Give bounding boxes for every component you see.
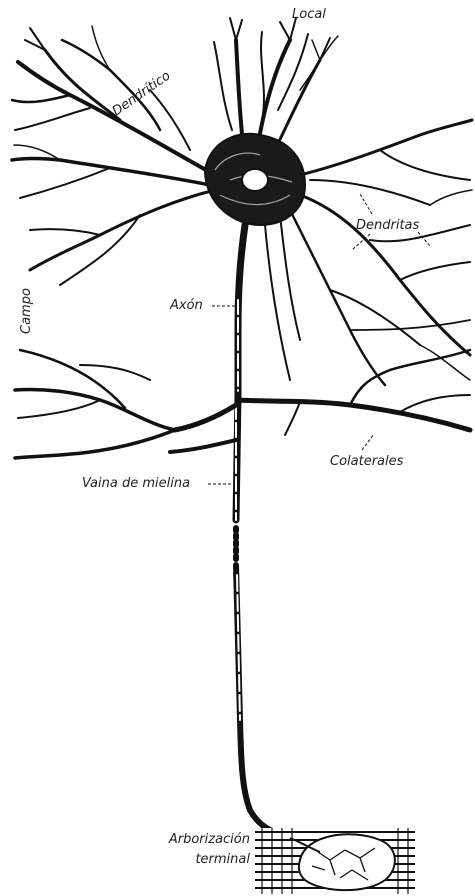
dendritico-label: Dendrítico [110, 68, 174, 119]
arborizacion-label-line2: terminal [195, 853, 250, 866]
dendritas-leader-right [418, 232, 430, 246]
local-label: Local [292, 8, 326, 21]
axon [236, 225, 290, 838]
soma [205, 134, 305, 225]
arborizacion-label-line1: Arborización [169, 833, 250, 846]
dendritas-label: Dendritas [356, 219, 419, 232]
dendritas-leader-upper [360, 194, 372, 214]
nucleus [242, 169, 268, 191]
campo-label: Campo [19, 288, 34, 334]
axon-label: Axón [170, 299, 203, 312]
vaina-label: Vaina de mielina [82, 477, 190, 490]
colaterales-leader [362, 434, 374, 450]
axon-collaterals [15, 350, 470, 458]
colaterales-label: Colaterales [330, 455, 403, 468]
terminal-arborization [255, 828, 415, 894]
left-dendrites [12, 26, 215, 285]
